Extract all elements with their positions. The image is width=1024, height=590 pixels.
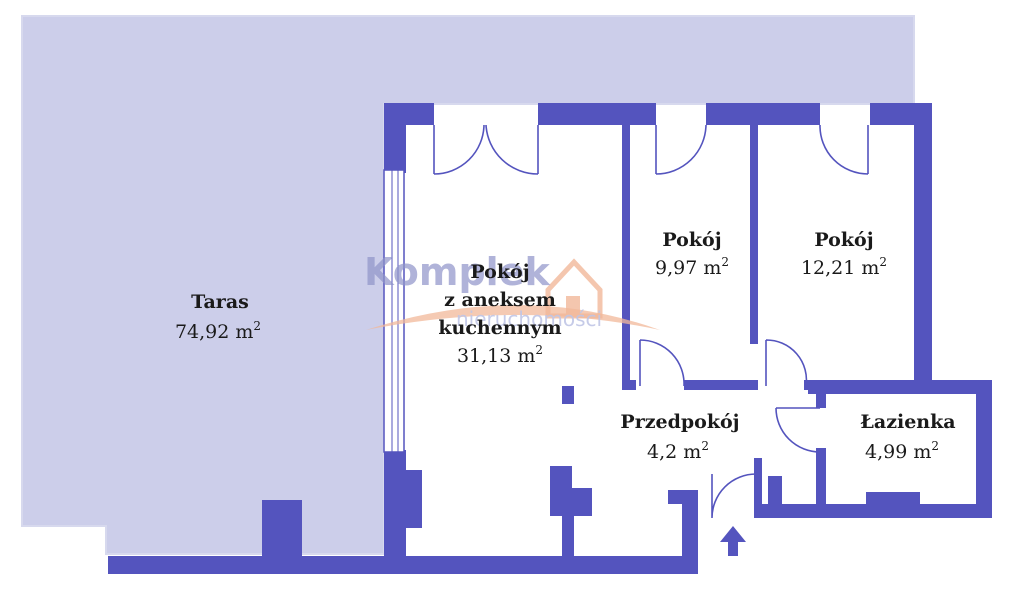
salon-area-sup: 2 xyxy=(535,343,543,357)
hall-wall-vert xyxy=(562,512,574,560)
balcony-door-left xyxy=(433,124,485,175)
wall-bath-left-lower xyxy=(816,448,826,508)
taras-name: Taras xyxy=(191,291,249,313)
wall-partition-1 xyxy=(622,118,630,390)
lazienka-area-value: 4,99 m xyxy=(865,441,931,463)
terrace-window xyxy=(383,169,405,453)
watermark-tagline: nieruchomości xyxy=(456,307,602,331)
wall-corridor-right xyxy=(804,380,824,390)
wall-partition-2 xyxy=(750,118,758,344)
wall-bottom xyxy=(108,556,698,574)
pokoj1-area: 9,97 m2 xyxy=(655,255,729,279)
door-room2 xyxy=(765,339,808,387)
przedpokoj-area-value: 4,2 m xyxy=(647,441,701,463)
salon-name-3: kuchennym xyxy=(438,317,561,339)
room-labels: Taras 74,92 m2 Pokój z aneksem kuchennym… xyxy=(175,229,956,463)
wall-left-pier xyxy=(384,470,422,528)
kitchen-column xyxy=(562,386,574,404)
wall-top-mid2 xyxy=(706,103,820,125)
taras-area: 74,92 m2 xyxy=(175,319,261,343)
hall-block xyxy=(550,466,572,516)
walls xyxy=(108,103,992,574)
wall-bath-left xyxy=(816,380,826,408)
entrance-arrow-icon xyxy=(720,526,746,556)
salon-area-value: 31,13 m xyxy=(457,345,535,367)
lazienka-name: Łazienka xyxy=(860,411,955,433)
entry-jamb xyxy=(754,458,762,518)
pokoj2-name: Pokój xyxy=(814,229,873,251)
pokoj2-area-value: 12,21 m xyxy=(801,257,879,279)
wall-room-bottom xyxy=(622,380,636,390)
doors xyxy=(433,124,869,519)
salon-name-1: Pokój xyxy=(470,261,529,283)
wall-bath-right xyxy=(976,380,992,518)
salon-area: 31,13 m2 xyxy=(457,343,543,367)
pokoj1-name: Pokój xyxy=(662,229,721,251)
wall-bath-top xyxy=(808,380,992,394)
door-bathroom xyxy=(775,407,821,453)
bath-fixture xyxy=(866,492,920,506)
window-door-room1 xyxy=(655,124,707,175)
hall-wall-right xyxy=(682,490,698,574)
lazienka-area-sup: 2 xyxy=(931,439,939,453)
przedpokoj-area-sup: 2 xyxy=(701,439,709,453)
taras-area-value: 74,92 m xyxy=(175,321,253,343)
hall-wall-right-cap xyxy=(668,490,698,504)
entry-jamb-2 xyxy=(768,476,782,506)
przedpokoj-name: Przedpokój xyxy=(620,411,739,433)
door-room1 xyxy=(639,339,685,387)
window-door-room2 xyxy=(819,124,869,175)
pokoj2-area-sup: 2 xyxy=(879,255,887,269)
pokoj2-area: 12,21 m2 xyxy=(801,255,887,279)
lazienka-area: 4,99 m2 xyxy=(865,439,939,463)
wall-right xyxy=(914,103,932,393)
przedpokoj-area: 4,2 m2 xyxy=(647,439,709,463)
wall-room-bottom-2 xyxy=(684,380,758,390)
terrace-pier-step xyxy=(284,518,302,558)
wall-bath-bottom xyxy=(760,504,992,518)
balcony-door-right xyxy=(485,124,539,175)
wall-top-mid1 xyxy=(538,103,656,125)
hall-block-2 xyxy=(572,488,592,516)
watermark-brand: Komplek xyxy=(364,250,550,294)
watermark-swoosh xyxy=(366,305,660,330)
pokoj1-area-sup: 2 xyxy=(721,255,729,269)
taras-area-sup: 2 xyxy=(253,319,261,333)
watermark: Komplek nieruchomości xyxy=(364,250,660,331)
salon-name-2: z aneksem xyxy=(444,289,556,311)
door-entrance xyxy=(711,473,757,519)
pokoj1-area-value: 9,97 m xyxy=(655,257,721,279)
wall-left-upper xyxy=(384,103,406,173)
house-icon xyxy=(545,258,603,319)
